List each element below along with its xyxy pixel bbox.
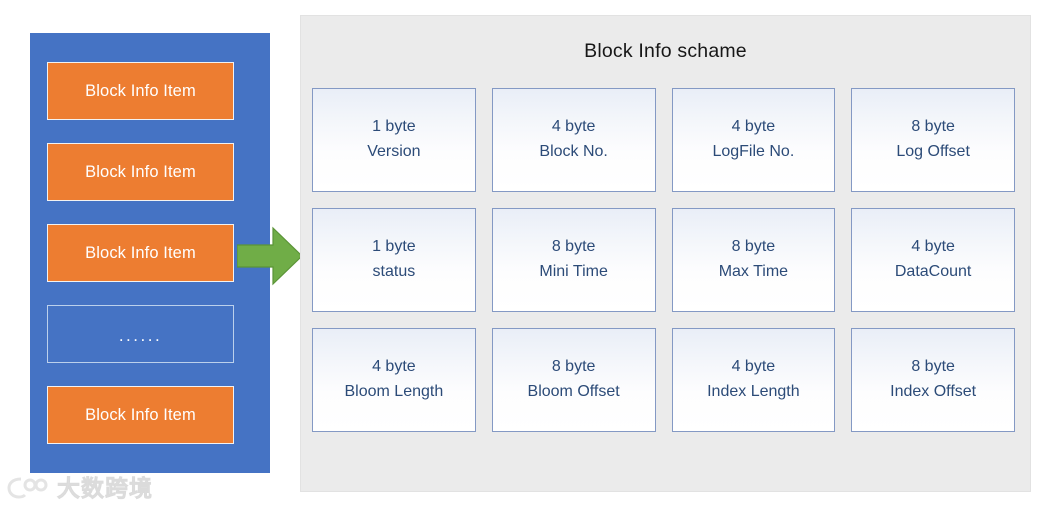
field-size: 1 byte [372,118,416,136]
field-size: 8 byte [551,238,596,256]
field-name: Version [367,143,421,160]
field-name: Max Time [718,263,789,280]
list-item-label: Block Info Item [85,243,196,262]
field-name: Index Offset [890,383,977,400]
field-cell: 4 byte Index Length [671,328,836,432]
field-cell: 1 byte status [312,208,476,312]
scheme-title: Block Info schame [584,40,747,62]
list-item: Block Info Item [47,386,234,444]
field-cell: 8 byte Index Offset [851,328,1015,432]
block-info-scheme-panel: Block Info schame 1 byte Version 4 byte … [300,15,1031,492]
field-size: 4 byte [911,238,955,256]
arrow-right-icon [236,226,303,286]
field-cell: 1 byte Version [312,88,476,192]
field-name: DataCount [894,263,972,280]
field-name: Mini Time [539,263,608,280]
circles-logo-icon [6,475,50,501]
field-cell: 8 byte Mini Time [491,208,656,312]
field-name: status [372,263,416,280]
field-size: 8 byte [911,118,955,136]
field-cell: 4 byte DataCount [851,208,1015,312]
field-cell: 4 byte Block No. [491,88,656,192]
watermark: 大数跨境 [6,470,153,506]
field-name: Bloom Offset [527,383,620,400]
field-size: 8 byte [911,358,955,376]
list-item: Block Info Item [47,143,234,201]
list-item-label: Block Info Item [85,162,196,181]
field-size: 4 byte [731,358,776,376]
list-item: Block Info Item [47,62,234,120]
field-size: 8 byte [731,238,776,256]
list-item-ellipsis: ...... [47,305,234,363]
field-size: 4 byte [551,118,596,136]
block-info-list-panel: Block Info Item Block Info Item Block In… [30,33,270,473]
watermark-text: 大数跨境 [57,474,153,501]
list-item-label: Block Info Item [85,405,196,424]
field-name: Block No. [539,143,608,160]
field-name: Index Length [707,383,800,400]
field-name: Bloom Length [344,383,444,400]
field-cell: 8 byte Max Time [671,208,836,312]
block-info-item-list: Block Info Item Block Info Item Block In… [47,33,234,473]
field-size: 8 byte [551,358,596,376]
ellipsis-label: ...... [118,326,163,345]
field-cell: 8 byte Log Offset [851,88,1015,192]
field-name: Log Offset [896,143,970,160]
scheme-field-grid: 1 byte Version 4 byte Block No. 4 byte L… [312,88,1015,432]
field-name: LogFile No. [712,143,795,160]
list-item: Block Info Item [47,224,234,282]
field-size: 1 byte [372,238,416,256]
field-cell: 8 byte Bloom Offset [491,328,656,432]
list-item-label: Block Info Item [85,81,196,100]
field-cell: 4 byte LogFile No. [671,88,836,192]
field-size: 4 byte [372,358,416,376]
field-cell: 4 byte Bloom Length [312,328,476,432]
field-size: 4 byte [731,118,776,136]
